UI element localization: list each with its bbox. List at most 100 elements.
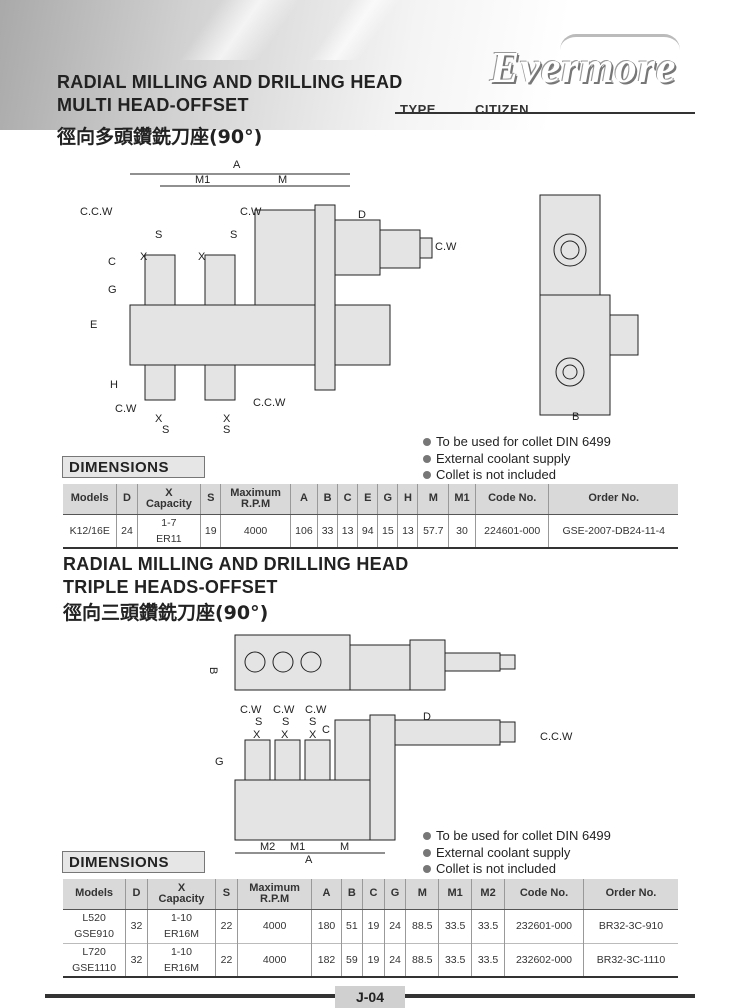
table-cell: L720 GSE1110 — [63, 942, 126, 977]
label-ccw-bottom: C.C.W — [253, 397, 286, 409]
dim-S-bot-1: S — [162, 424, 169, 436]
table-header-cell: A — [289, 484, 318, 515]
table-cell: L520 GSE910 — [74, 912, 114, 940]
label-cw-2: C.W — [273, 704, 295, 716]
dim-M-2: M — [340, 841, 349, 853]
table-cell: 19 — [200, 514, 221, 548]
section2-subtitle: TRIPLE HEADS-OFFSET — [63, 577, 278, 597]
spindle-tip — [499, 721, 516, 743]
collet-1 — [244, 739, 271, 781]
table-cell: 57.7 — [417, 514, 449, 548]
table-header-cell: M2 — [471, 879, 505, 910]
table-cell: K12/16E — [69, 524, 110, 537]
top-shank — [444, 652, 501, 672]
dim-S-top-2: S — [230, 229, 237, 241]
notes-1: To be used for collet DIN 6499 External … — [422, 434, 611, 484]
side-boss — [609, 314, 639, 356]
table-cell: 4000 — [220, 514, 291, 548]
page-title: RADIAL MILLING AND DRILLING HEAD — [57, 72, 403, 92]
table-header-cell: S — [200, 484, 221, 515]
dim-S-bot-2: S — [223, 424, 230, 436]
page-number: J-04 — [335, 986, 405, 1008]
type-label: TYPE — [400, 102, 436, 117]
triple-head-drawing: B C.W C.W C.W S S S X X X C D G C.C.W M2… — [207, 634, 573, 865]
table-cell: GSE-2007-DB24-11-4 — [548, 514, 678, 548]
side-top — [539, 194, 601, 296]
table-cell: 180 — [311, 909, 342, 943]
table-cell: 22 — [215, 909, 238, 943]
dim-S-2: S — [282, 716, 289, 728]
dim-X-3: X — [309, 729, 317, 741]
table-header-cell: Models — [63, 484, 117, 515]
table-cell: 94 — [357, 514, 378, 548]
chinese-title: 徑向多頭鑽銑刀座(90°) — [57, 126, 263, 148]
table-header-cell: G — [383, 879, 406, 910]
table-header-cell: Models — [63, 879, 126, 910]
table-header-cell: A — [311, 879, 342, 910]
notes-2: To be used for collet DIN 6499 External … — [422, 828, 611, 878]
dim-M: M — [278, 174, 287, 186]
table-cell: 33.5 — [438, 942, 472, 977]
head-plate — [314, 204, 336, 391]
dim-X-top-1: X — [140, 251, 148, 263]
table-cell: 59 — [340, 942, 363, 977]
table-cell: 51 — [340, 909, 363, 943]
table-header-cell: C — [337, 484, 358, 515]
note-item: To be used for collet DIN 6499 — [422, 828, 611, 845]
table-cell: 19 — [362, 942, 385, 977]
table-cell: 33 — [316, 514, 338, 548]
main-body — [234, 779, 386, 841]
table-cell: 182 — [311, 942, 342, 977]
collet-3 — [304, 739, 331, 781]
table-cell: 32 — [125, 909, 148, 943]
table-header-cell: Maximum R.P.M — [236, 879, 312, 910]
table-cell: 106 — [289, 514, 318, 548]
table-header-cell: Maximum R.P.M — [220, 484, 291, 515]
table-cell: 13 — [337, 514, 358, 548]
label-cw-bottom: C.W — [115, 403, 137, 415]
table-cell: 4000 — [236, 942, 312, 977]
dim-M1b: M1 — [290, 841, 305, 853]
table-cell: 1-10 ER16M — [146, 942, 216, 977]
dim-S-1: S — [255, 716, 262, 728]
page-subtitle: MULTI HEAD-OFFSET — [57, 95, 249, 115]
table-header-cell: M — [405, 879, 439, 910]
note-item: External coolant supply — [422, 845, 611, 862]
brand-logo: Evermore — [490, 43, 677, 92]
spindle-nut — [379, 229, 421, 269]
table-cell: BR32-3C-910 — [582, 909, 678, 943]
table-header-cell: X Capacity — [146, 879, 216, 910]
top-plate — [409, 639, 446, 691]
table-cell: 1-10 ER16M — [146, 909, 216, 943]
table-cell: 13 — [397, 514, 418, 548]
table-cell: 19 — [362, 909, 385, 943]
table-header-cell: Order No. — [582, 879, 678, 910]
side-body — [539, 294, 611, 416]
collet-bottom-2 — [204, 364, 236, 401]
table-cell: 33.5 — [471, 942, 505, 977]
table-header-cell: M1 — [448, 484, 476, 515]
dim-G: G — [108, 284, 117, 296]
label-ccw: C.C.W — [540, 731, 573, 743]
table-header-cell: D — [116, 484, 138, 515]
table-header-cell: C — [362, 879, 385, 910]
collet-bottom-1 — [144, 364, 176, 401]
table-cell: 88.5 — [405, 909, 439, 943]
table-header-cell: B — [340, 879, 363, 910]
dim-D2: D — [423, 711, 431, 723]
dim-A: A — [233, 159, 241, 171]
dim-X-bot-2: X — [223, 413, 231, 425]
label-cw-top: C.W — [240, 206, 262, 218]
dim-B2: B — [207, 667, 219, 674]
table-cell: 4000 — [236, 909, 312, 943]
table-cell: 15 — [377, 514, 398, 548]
table-cell: 24 — [383, 909, 406, 943]
dim-B: B — [572, 411, 579, 423]
dim-C: C — [108, 256, 116, 268]
